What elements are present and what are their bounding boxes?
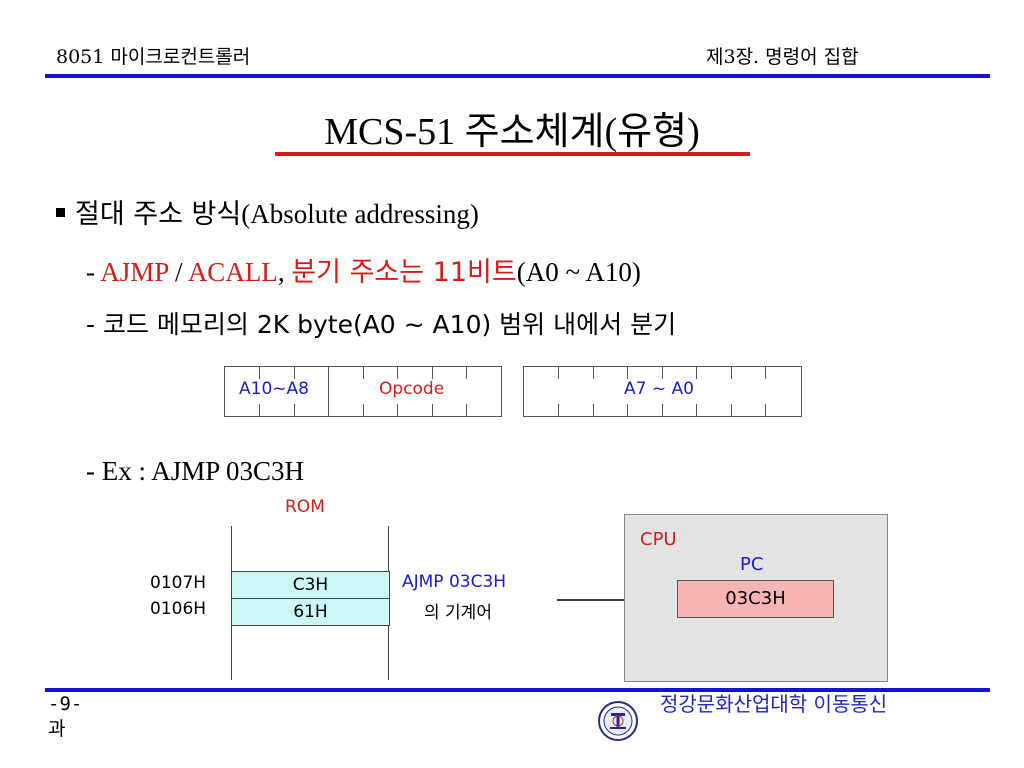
pc-register-value: 03C3H (677, 580, 834, 618)
college-logo-icon (598, 701, 638, 741)
rom-cell-0107: C3H (231, 571, 390, 599)
example-line: - Ex : AJMP 03C3H (86, 456, 305, 486)
instruction-byte-1: A10~A8 Opcode (224, 366, 502, 417)
address-range: (A0 ~ A10) (516, 257, 641, 287)
rom-cell-0106: 61H (231, 598, 390, 626)
field-a7-a0: A7 ~ A0 (624, 379, 694, 399)
bullet-square-icon (56, 208, 65, 218)
pc-label: PC (740, 554, 764, 575)
slide-title: MCS-51 주소체계(유형) (324, 111, 700, 153)
dash: - (86, 257, 101, 287)
slash: / (168, 257, 188, 287)
field-opcode: Opcode (379, 379, 445, 399)
title-underline (275, 152, 750, 156)
code-memory-range-line: - 코드 메모리의 2K byte(A0 ~ A10) 범위 내에서 분기 (86, 310, 677, 339)
ajmp-acall-line: - AJMP / ACALL, 분기 주소는 11비트(A0 ~ A10) (86, 250, 641, 289)
bullet-absolute-addressing: 절대 주소 방식(Absolute addressing) (56, 192, 479, 231)
acall-keyword: ACALL (187, 257, 278, 287)
machine-code-label: 의 기계어 (424, 603, 492, 623)
field-a10-a8: A10~A8 (239, 379, 309, 399)
comma: , (277, 257, 292, 287)
page-number-text: -9- (48, 693, 83, 715)
bullet-english-text: (Absolute addressing) (241, 199, 479, 229)
cpu-label: CPU (640, 529, 677, 550)
bullet-korean-text: 절대 주소 방식 (75, 199, 242, 230)
footer-organization: 정강문화산업대학 이동통신 (660, 692, 888, 716)
ajmp-keyword: AJMP (100, 257, 169, 287)
branch-address-desc: 분기 주소는 11비트 (291, 257, 517, 288)
ajmp-instruction-label: AJMP 03C3H (402, 572, 507, 592)
footer-divider (45, 688, 990, 692)
header-divider (45, 74, 990, 78)
header-chapter-title: 제3장. 명령어 집합 (706, 46, 859, 68)
rom-address-0107: 0107H (150, 573, 207, 593)
rom-address-0106: 0106H (150, 599, 207, 619)
page-number-suffix: 과 (48, 718, 66, 740)
header-course-title: 8051 마이크로컨트롤러 (56, 46, 251, 68)
instruction-byte-2: A7 ~ A0 (523, 366, 802, 417)
page-number: -9- 과 (48, 692, 82, 742)
rom-label: ROM (285, 497, 325, 517)
